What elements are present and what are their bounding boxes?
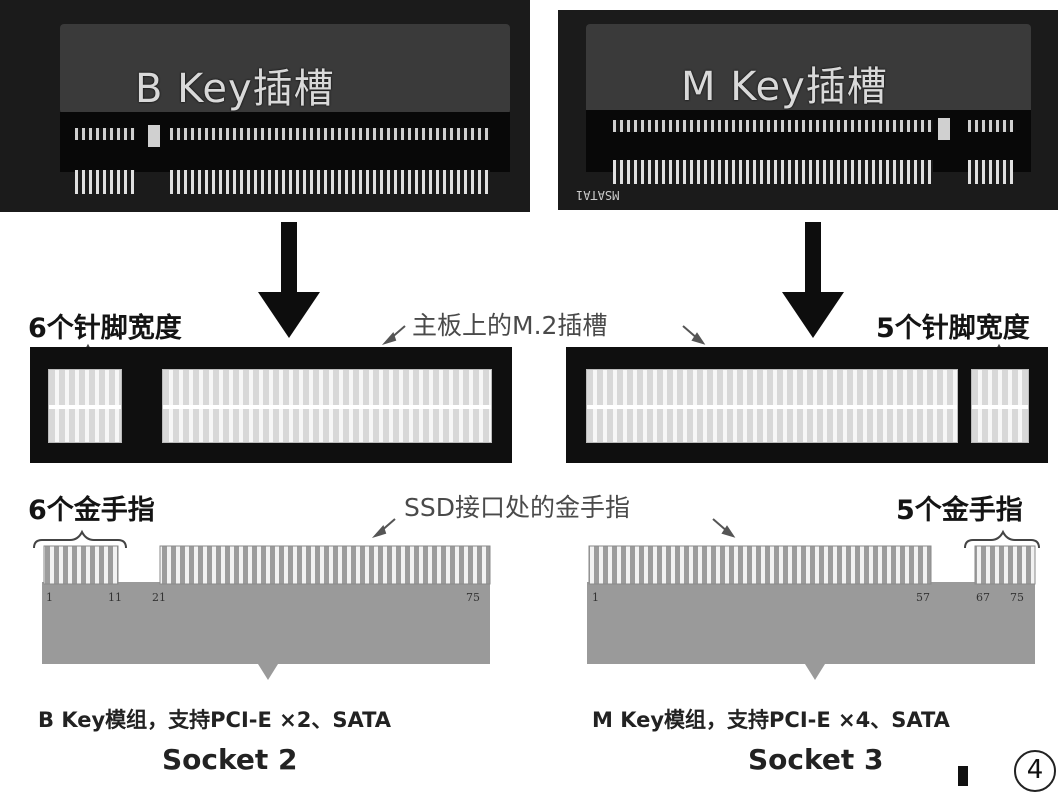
b-gold-fingers-label: 6个金手指	[28, 495, 155, 526]
b-pin-number: 11	[108, 591, 122, 604]
m-pin-number: 57	[916, 591, 930, 604]
m-key-slot-photo: M Key插槽 MSATA1	[558, 10, 1058, 210]
m-key-module	[587, 545, 1036, 680]
b-pin-number: 1	[46, 591, 53, 604]
b-module-caption: B Key模组，支持PCI-E ×2、SATA	[38, 708, 392, 732]
finger-callout-arrows	[371, 518, 736, 538]
b-key-slot-diagram	[30, 347, 512, 463]
m-key-slot-diagram	[566, 347, 1048, 463]
b-pin-number: 21	[152, 591, 166, 604]
m-socket-label: Socket 3	[748, 743, 884, 776]
b-finger-brace	[33, 529, 127, 549]
b-key-slot-label: B Key插槽	[135, 66, 335, 112]
m-pin-width-label: 5个针脚宽度	[876, 313, 1030, 344]
ssd-gold-fingers-callout: SSD接口处的金手指	[404, 493, 630, 522]
m-slot-short-pins	[971, 369, 1029, 443]
m-slot-long-pins	[586, 369, 958, 443]
m-pin-number: 67	[976, 591, 990, 604]
m-key-down-arrow	[782, 222, 844, 338]
figure-number: 4	[1026, 755, 1044, 785]
m-pin-number: 1	[592, 591, 599, 604]
m-pin-number: 75	[1010, 591, 1024, 604]
b-slot-short-pins	[48, 369, 122, 443]
b-pin-width-label: 6个针脚宽度	[28, 313, 182, 344]
m-module-caption: M Key模组，支持PCI-E ×4、SATA	[592, 708, 950, 732]
m-finger-brace	[964, 529, 1040, 549]
m-gold-fingers-label: 5个金手指	[896, 495, 1023, 526]
figure-marker-bar	[958, 766, 968, 786]
b-key-down-arrow	[258, 222, 320, 338]
b-pin-number: 75	[466, 591, 480, 604]
b-key-module	[42, 545, 491, 680]
b-slot-long-pins	[162, 369, 492, 443]
m-key-slot-label: M Key插槽	[681, 64, 888, 110]
slot-callout-arrows	[381, 325, 706, 345]
motherboard-slot-callout: 主板上的M.2插槽	[412, 311, 608, 340]
b-socket-label: Socket 2	[162, 743, 298, 776]
b-key-slot-photo: B Key插槽	[0, 0, 530, 212]
